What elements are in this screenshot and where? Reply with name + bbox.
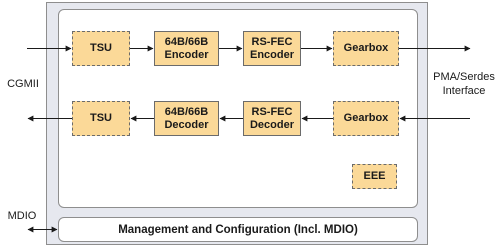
rs-fec-encoder-label-1: RS-FEC — [251, 35, 293, 48]
tx-tsu-label: TSU — [90, 42, 112, 54]
decoder-64b66b-label-1: 64B/66B — [164, 105, 209, 118]
pma-serdes-label: PMA/Serdes Interface — [428, 70, 500, 98]
decoder-64b66b-block: 64B/66B Decoder — [154, 101, 219, 136]
rs-fec-decoder-block: RS-FEC Decoder — [243, 101, 301, 136]
pma-serdes-label-line1: PMA/Serdes — [433, 71, 495, 83]
rs-fec-encoder-block: RS-FEC Encoder — [243, 31, 301, 66]
rs-fec-decoder-label-2: Decoder — [249, 118, 295, 131]
tx-gearbox-label: Gearbox — [343, 42, 389, 54]
encoder-64b66b-block: 64B/66B Encoder — [154, 31, 219, 66]
rx-tsu-label: TSU — [90, 112, 112, 124]
rs-fec-decoder-label-1: RS-FEC — [251, 105, 293, 118]
decoder-64b66b-label-2: Decoder — [164, 118, 209, 131]
rx-gearbox-block: Gearbox — [333, 101, 399, 136]
rx-gearbox-label: Gearbox — [343, 112, 389, 124]
management-label: Management and Configuration (Incl. MDIO… — [118, 223, 358, 236]
tx-gearbox-block: Gearbox — [333, 31, 399, 66]
cgmii-label: CGMII — [7, 78, 39, 90]
encoder-64b66b-label-2: Encoder — [164, 48, 209, 61]
eee-label: EEE — [363, 170, 386, 182]
encoder-64b66b-label-1: 64B/66B — [164, 35, 209, 48]
rx-tsu-block: TSU — [72, 101, 130, 136]
tx-tsu-block: TSU — [72, 31, 130, 66]
eee-block: EEE — [352, 164, 397, 189]
mdio-label: MDIO — [7, 210, 37, 222]
pma-serdes-label-line2: Interface — [442, 85, 486, 97]
management-configuration-block: Management and Configuration (Incl. MDIO… — [58, 217, 418, 242]
rs-fec-encoder-label-2: Encoder — [249, 48, 294, 61]
